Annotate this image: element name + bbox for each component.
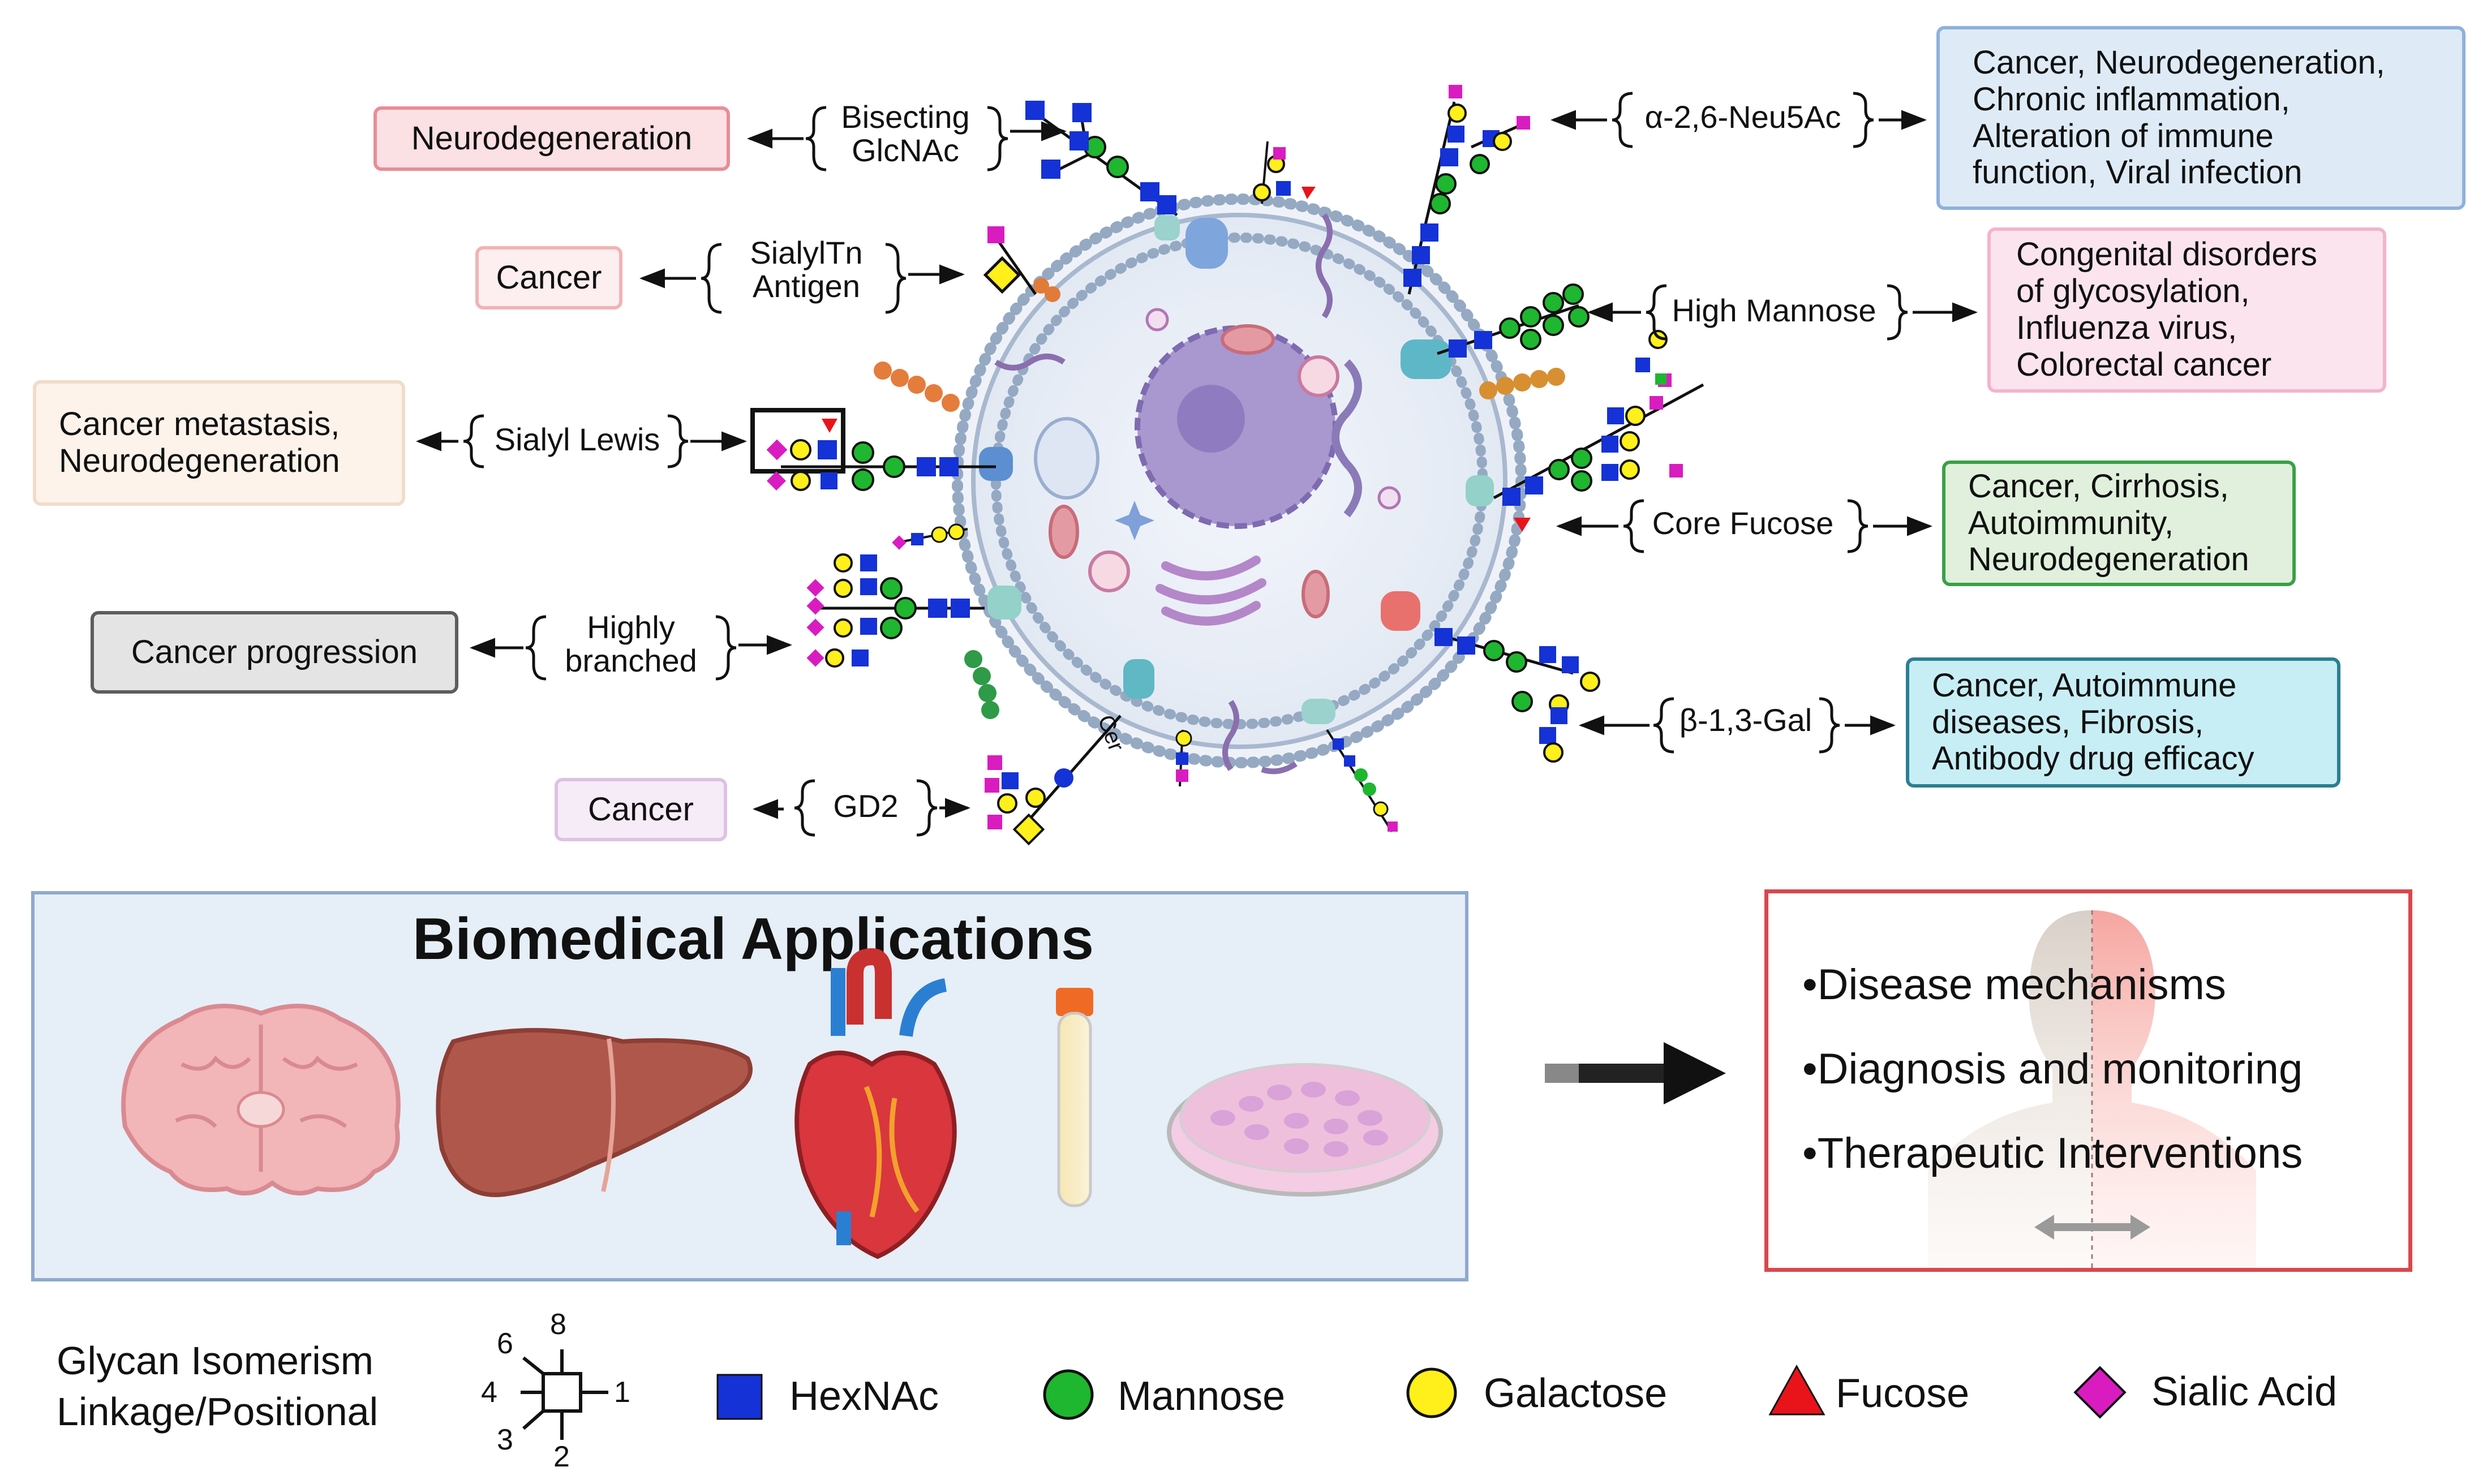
bullet-therapeutic: •Therapeutic Interventions	[1802, 1129, 2303, 1177]
galactose-swatch	[1406, 1367, 1457, 1418]
liver-icon	[436, 1028, 753, 1197]
glycan-sialyl-lewis	[750, 408, 996, 491]
connector-sialyltn	[639, 243, 965, 314]
legend-hexnac: HexNAc	[789, 1374, 939, 1419]
glycan-label-high-mannose: High Mannose	[1672, 293, 1876, 328]
flow-arrow	[1545, 1042, 1726, 1104]
glycan-alpha26-neu5ac	[1403, 85, 1530, 295]
connector-highly-branched	[470, 615, 792, 681]
connector-beta13	[1579, 697, 1896, 754]
label-neurodegeneration: Neurodegeneration	[373, 106, 730, 171]
legend-isomerism-line2: Linkage/Positional	[57, 1390, 379, 1434]
legend-sialic-acid: Sialic Acid	[2151, 1369, 2337, 1414]
sialic-acid-swatch	[2073, 1366, 2127, 1419]
glycan-sialyltn	[983, 226, 1037, 295]
glycan-label-sialyltn: SialylTn Antigen	[750, 235, 863, 304]
bullet-disease-mechanisms: •Disease mechanisms	[1802, 961, 2226, 1009]
glycan-beta13-gal	[1434, 628, 1600, 763]
bullet-diagnosis: •Diagnosis and monitoring	[1802, 1045, 2303, 1093]
mannose-swatch	[1043, 1369, 1094, 1420]
glycan-small-chain	[892, 523, 968, 550]
cell	[874, 193, 1565, 775]
connector-alpha26	[1550, 92, 1927, 148]
label-cancer-progression: Cancer progression	[91, 611, 458, 694]
golgi	[1156, 556, 1266, 626]
endoplasmic-reticulum	[1331, 359, 1362, 518]
connector-gd2	[753, 779, 970, 837]
glycan-label-alpha26: α-2,6-Neu5Ac	[1644, 99, 1841, 135]
linkage-position-icon	[521, 1349, 608, 1440]
label-cancer-gd2: Cancer	[555, 778, 727, 841]
label-core-fucose-diseases: Cancer, Cirrhosis,Autoimmunity,Neurodege…	[1942, 461, 2296, 586]
applications-title: Biomedical Applications	[413, 906, 1094, 972]
legend-mannose: Mannose	[1118, 1374, 1285, 1419]
brain-icon	[121, 1004, 401, 1195]
position-2: 2	[553, 1440, 570, 1473]
heart-icon	[794, 948, 957, 1259]
glycan-label-sialyl-lewis: Sialyl Lewis	[494, 421, 660, 457]
glycan-bisecting-glcnac	[1025, 101, 1178, 217]
glycan-label-highly-branched: Highly branched	[565, 609, 697, 678]
legend-galactose: Galactose	[1484, 1371, 1667, 1416]
glycan-highly-branched	[806, 553, 985, 668]
glycan-small-top	[1253, 141, 1316, 204]
double-arrow-icon	[2034, 1215, 2150, 1240]
position-6: 6	[497, 1327, 513, 1360]
connector-sialyl-lewis	[416, 414, 747, 468]
blood-tube-icon	[1056, 988, 1093, 1207]
petri-dish-icon	[1167, 1063, 1443, 1197]
hexnac-swatch	[716, 1374, 763, 1420]
glycan-label-core-fucose: Core Fucose	[1652, 505, 1834, 541]
legend-fucose: Fucose	[1836, 1371, 1969, 1416]
mitochondrion	[1221, 324, 1275, 355]
position-1: 1	[614, 1376, 630, 1409]
outcome-bullets: •Disease mechanisms •Diagnosis and monit…	[1802, 960, 2303, 1213]
glycan-core-fucose	[1493, 330, 1704, 532]
outcomes-panel: •Disease mechanisms •Diagnosis and monit…	[1764, 889, 2412, 1272]
position-3: 3	[497, 1423, 513, 1456]
human-silhouette	[1928, 910, 2256, 1268]
label-alpha26-diseases: Cancer, Neurodegeneration,Chronic inflam…	[1936, 26, 2465, 210]
legend-isomerism-line1: Glycan Isomerism	[57, 1339, 374, 1383]
position-8: 8	[550, 1313, 566, 1341]
connector-core-fucose	[1556, 499, 1932, 553]
legend-symbols: 6 8 4 1 3 2 HexNAc Mannose Galactose Fuc…	[481, 1313, 2337, 1473]
glycan-high-mannose	[1437, 283, 1590, 358]
glycan-label-gd2: GD2	[833, 788, 899, 824]
label-cancer-metastasis: Cancer metastasis,Neurodegeneration	[33, 380, 405, 506]
applications-panel: Biomedical Applications	[31, 891, 1468, 1281]
position-4: 4	[481, 1376, 497, 1409]
connector-high-mannose	[1587, 284, 1978, 341]
glycan-gd2	[985, 715, 1122, 846]
glycan-label-beta13: β-1,3-Gal	[1679, 702, 1812, 738]
fucose-swatch	[1768, 1364, 1825, 1416]
label-cancer-sialyltn: Cancer	[475, 246, 622, 309]
glycan-label-bisecting: Bisecting GlcNAc	[841, 99, 970, 168]
applications-icons	[121, 948, 1443, 1259]
connector-bisecting	[747, 106, 1067, 171]
